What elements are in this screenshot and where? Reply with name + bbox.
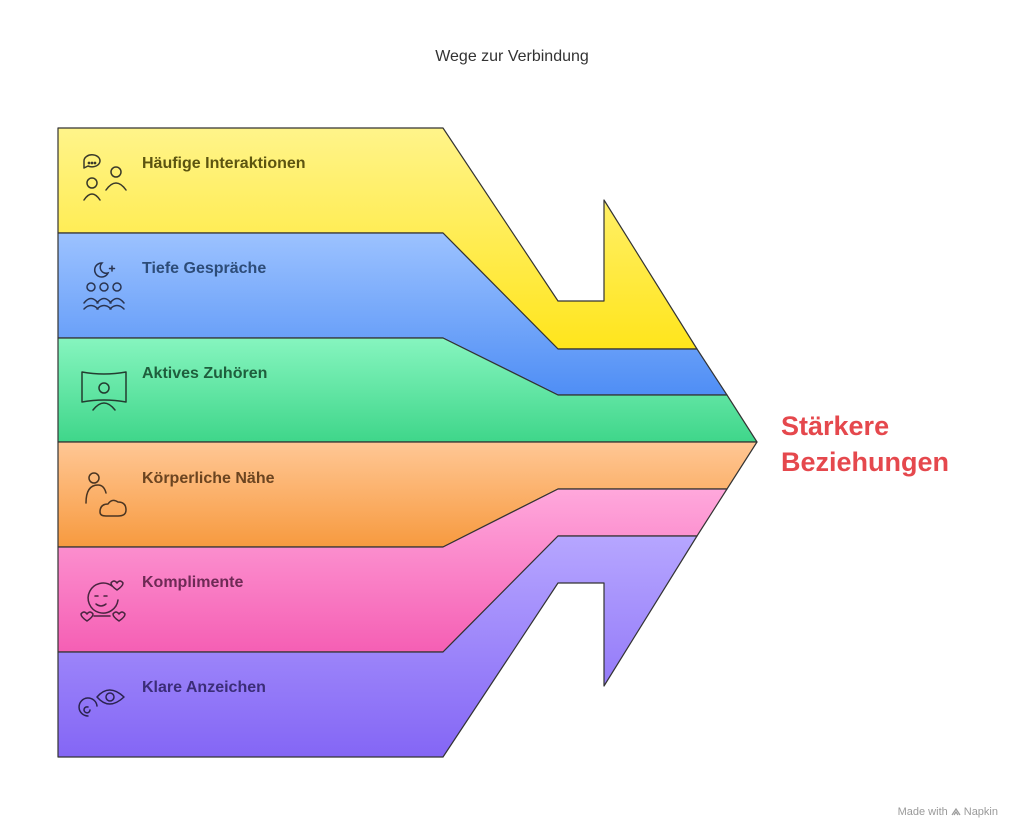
band-label-haeufige-interaktionen: Häufige Interaktionen (142, 155, 306, 172)
band-label-klare-anzeichen: Klare Anzeichen (142, 679, 266, 696)
napkin-logo-icon (951, 807, 961, 816)
smile-hearts-icon (80, 580, 126, 622)
band-label-komplimente: Komplimente (142, 574, 243, 591)
person-hug-icon (85, 472, 127, 517)
footer-prefix: Made with (897, 806, 948, 818)
moon-group-icon (83, 262, 125, 310)
eye-signal-icon (78, 689, 125, 717)
footer-brand: Napkin (963, 806, 998, 818)
result-label: Stärkere Beziehungen (781, 408, 949, 480)
diagram-title: Wege zur Verbindung (435, 48, 589, 65)
band-label-aktives-zuhoeren: Aktives Zuhören (142, 365, 267, 382)
listener-frame-icon (81, 371, 127, 411)
band-label-koerperliche-naehe: Körperliche Nähe (142, 470, 275, 487)
result-line-1: Stärkere (781, 411, 890, 441)
result-line-2: Beziehungen (781, 447, 950, 477)
band-shape-klare-anzeichen (57, 535, 698, 758)
band-label-tiefe-gespraeche: Tiefe Gespräche (142, 260, 266, 277)
chat-people-icon (83, 154, 127, 201)
footer-credit: Made with Napkin (898, 806, 998, 818)
